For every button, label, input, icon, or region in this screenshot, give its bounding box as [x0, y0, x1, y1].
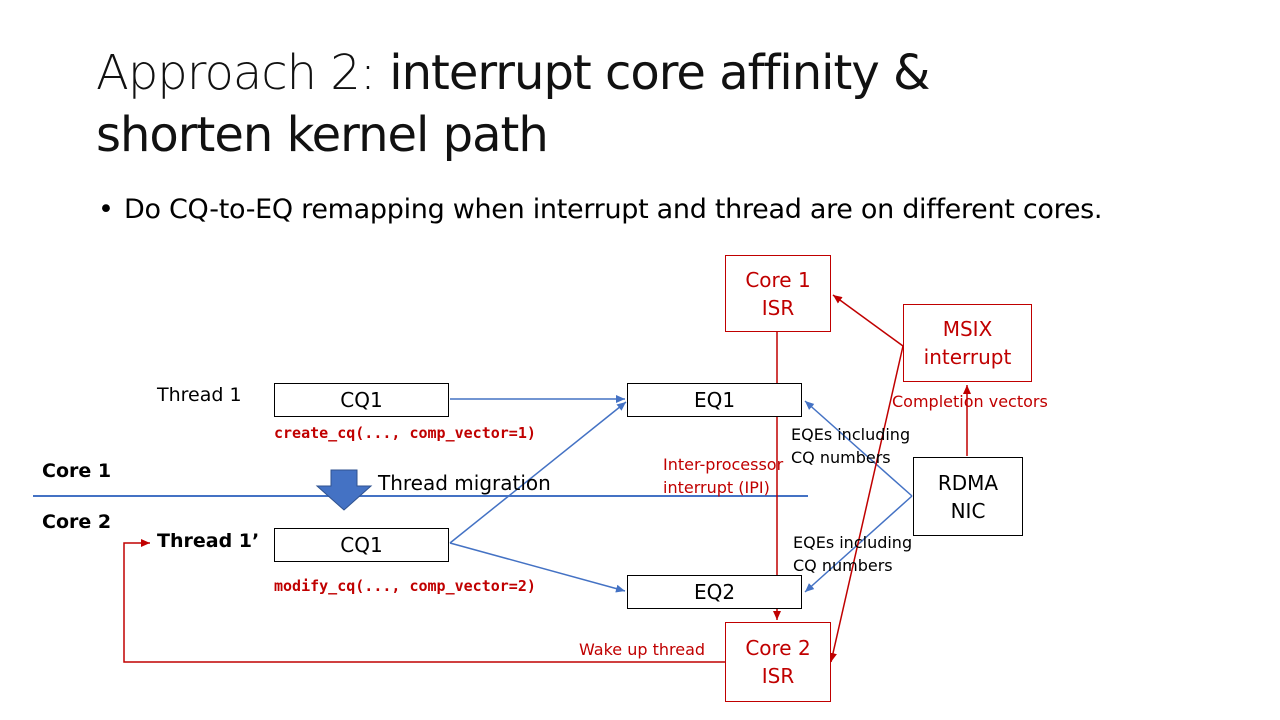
thread1-prime-label: Thread 1’: [157, 530, 260, 552]
page-title: Approach 2: interrupt core affinity & sh…: [96, 42, 1216, 166]
core1-label: Core 1: [42, 460, 112, 482]
msix-to-core1-arrow: [832, 294, 904, 347]
ipi-label: Inter-processor interrupt (IPI): [663, 455, 784, 497]
nic-to-eq1-arrow: [804, 400, 913, 497]
bullet-dot-icon: •: [98, 194, 114, 225]
cq1b-to-eq2-arrow: [449, 542, 626, 593]
eq2-box: EQ2: [627, 575, 802, 609]
bullet-item: • Do CQ-to-EQ remapping when interrupt an…: [98, 194, 1103, 225]
core1-isr-box: Core 1 ISR: [725, 255, 831, 332]
eq1-box: EQ1: [627, 383, 802, 417]
core2-isr-box: Core 2 ISR: [725, 622, 831, 702]
eqes-top-label: EQEs including CQ numbers: [791, 425, 911, 467]
title-bold-line1: interrupt core affinity &: [389, 45, 930, 101]
wake-up-arrow: [123, 539, 726, 663]
rdma-nic-box: RDMA NIC: [913, 457, 1023, 536]
title-prefix: Approach 2:: [96, 45, 390, 101]
bullet-text: Do CQ-to-EQ remapping when interrupt and…: [124, 194, 1103, 225]
cq1-bottom-box: CQ1: [274, 528, 449, 562]
thread-migration-icon: [315, 469, 373, 511]
thread1-label: Thread 1: [157, 384, 242, 406]
title-line2: shorten kernel path: [96, 107, 549, 163]
msix-to-core2-arrow: [829, 345, 904, 663]
core2-label: Core 2: [42, 511, 112, 533]
modify-cq-code: modify_cq(..., comp_vector=2): [274, 577, 536, 595]
cq1b-to-eq1-arrow: [449, 401, 627, 544]
thread-migration-label: Thread migration: [378, 471, 551, 495]
wake-up-thread-label: Wake up thread: [579, 640, 706, 659]
eqes-bottom-label: EQEs including CQ numbers: [793, 533, 913, 575]
create-cq-code: create_cq(..., comp_vector=1): [274, 424, 536, 442]
completion-vectors-label: Completion vectors: [892, 392, 1048, 411]
cq1-top-box: CQ1: [274, 383, 449, 417]
msix-interrupt-box: MSIX interrupt: [903, 304, 1032, 382]
